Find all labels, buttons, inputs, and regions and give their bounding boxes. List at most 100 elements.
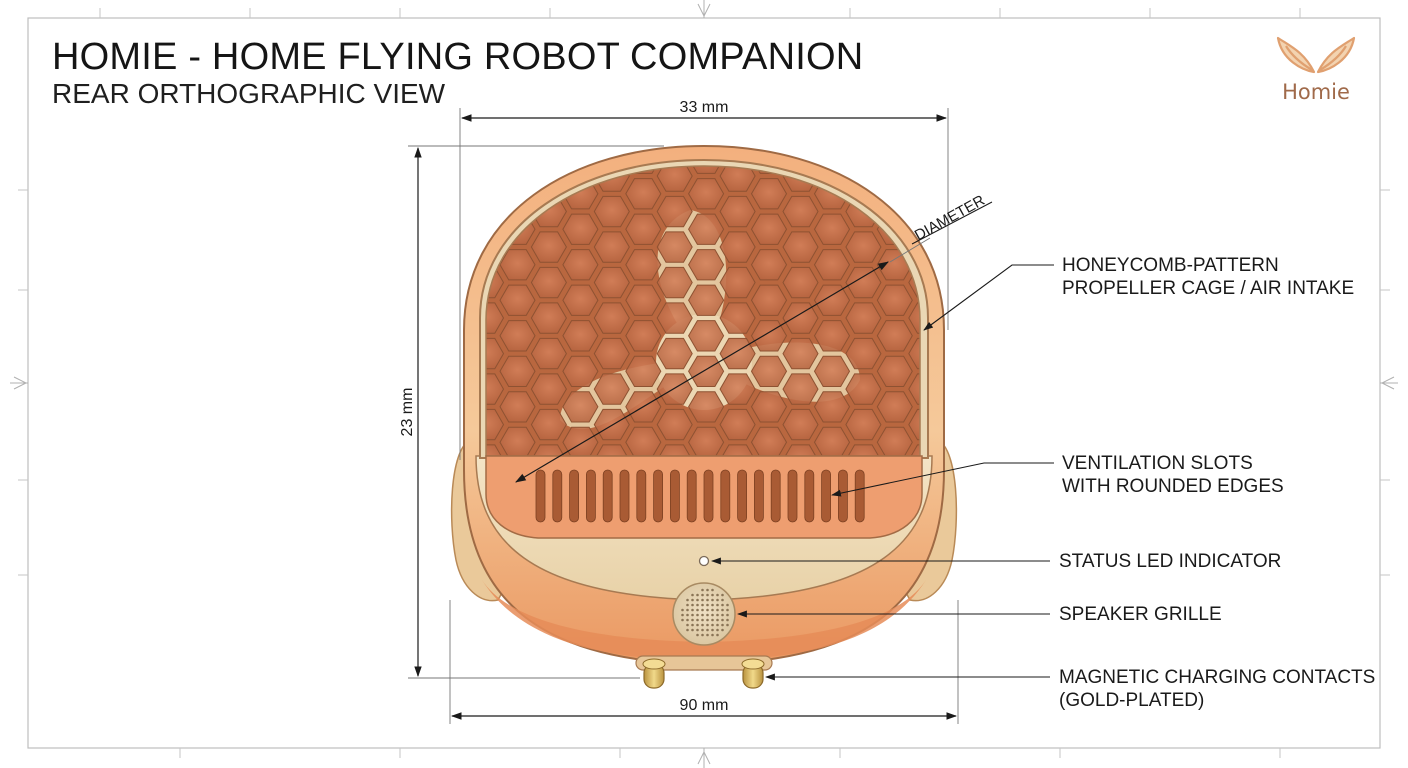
ventilation-slots [535,469,865,523]
cage-hole [972,267,1007,297]
callout-speaker-line1: SPEAKER GRILLE [1059,604,1222,625]
vent-slot [670,469,680,523]
cage-hole [437,179,472,209]
callout-speaker: SPEAKER GRILLE [1059,603,1222,626]
callout-vents: VENTILATION SLOTS WITH ROUNDED EDGES [1062,452,1284,498]
speaker-hole [721,613,724,617]
cage-hole [972,409,1007,439]
speaker-hole [716,593,719,597]
vent-slot [754,469,764,523]
speaker-hole [701,588,704,592]
speaker-hole [701,603,704,607]
vent-slot [569,469,579,523]
cage-hole [1066,498,1101,528]
speaker-hole [706,633,709,637]
speaker-hole [696,603,699,607]
cage-hole [594,125,629,155]
speaker-hole [721,593,724,597]
speaker-hole [716,623,719,627]
vent-slot [854,469,865,523]
cage-hole [972,338,1007,368]
speaker-hole [701,633,704,637]
speaker-hole [721,618,724,622]
cage-hole [813,213,851,245]
speaker-hole [721,628,724,632]
cage-hole [625,178,662,210]
vent-slot [552,469,563,523]
cage-hole [688,166,725,174]
speaker-hole [691,593,694,597]
callout-cage-line1: HONEYCOMB-PATTERN [1062,255,1279,276]
cage-hole [1035,125,1070,155]
vent-slot [636,469,647,523]
cage-hole [486,166,505,192]
speaker-hole [716,628,719,632]
cage-hole [940,285,975,315]
cage-hole [1035,161,1070,191]
speaker-hole [726,618,729,622]
cage-hole [750,178,788,210]
speaker-hole [701,618,704,622]
vent-slot [653,469,663,523]
vent-slot [737,469,747,523]
speaker-hole [696,628,699,632]
cage-hole [531,125,566,155]
cage-hole [782,195,819,228]
cage-hole [940,250,975,280]
cage-hole [972,480,1007,510]
cage-hole [499,166,536,174]
speaker-hole [716,598,719,602]
cage-hole [972,125,1007,155]
vent-slot [787,469,798,523]
vent-slot [720,469,731,523]
cage-hole [1035,303,1070,333]
cage-hole [940,143,975,173]
cage-hole [656,195,693,228]
homie-logo: Homie [1268,34,1364,106]
speaker-hole [701,628,704,632]
speaker-hole [696,633,699,637]
cage-hole [1003,143,1038,173]
status-led [698,555,710,567]
dim-top-width-label: 33 mm [680,99,729,116]
vent-slot [586,469,596,523]
cage-hole [562,213,599,245]
speaker-hole [686,628,689,632]
speaker-hole [721,623,724,627]
vent-slot [838,469,848,523]
speaker-hole [716,613,719,617]
speaker-hole [691,598,694,602]
cage-hole [486,337,505,370]
cage-hole [593,195,630,228]
cage-hole [908,373,920,405]
cage-hole [1035,338,1070,368]
cage-hole [972,303,1007,333]
callout-vents-line2: WITH ROUNDED EDGES [1062,476,1284,497]
speaker-hole [706,598,709,602]
speaker-hole [696,593,699,597]
speaker-hole [711,623,714,627]
cage-hole [1003,427,1038,457]
speaker-hole [706,593,709,597]
cage-hole [469,125,504,155]
cage-hole [1035,374,1070,404]
cage-hole [908,408,920,441]
cage-hole [1066,356,1101,386]
centering-marks [10,0,1398,768]
speaker-hole [711,613,714,617]
cage-hole [688,178,725,210]
diameter-label: DIAMETER [912,192,988,245]
speaker-hole [686,603,689,607]
speaker-hole [691,623,694,627]
speaker-hole [716,603,719,607]
cage-hole [1066,143,1101,173]
cage-hole [1003,285,1038,315]
cage-hole [625,166,662,174]
speaker-hole [696,623,699,627]
cage-hole [1003,569,1038,599]
cage-hole [972,374,1007,404]
speaker-hole [681,618,684,622]
callout-cage-line2: PROPELLER CAGE / AIR INTAKE [1062,278,1355,299]
